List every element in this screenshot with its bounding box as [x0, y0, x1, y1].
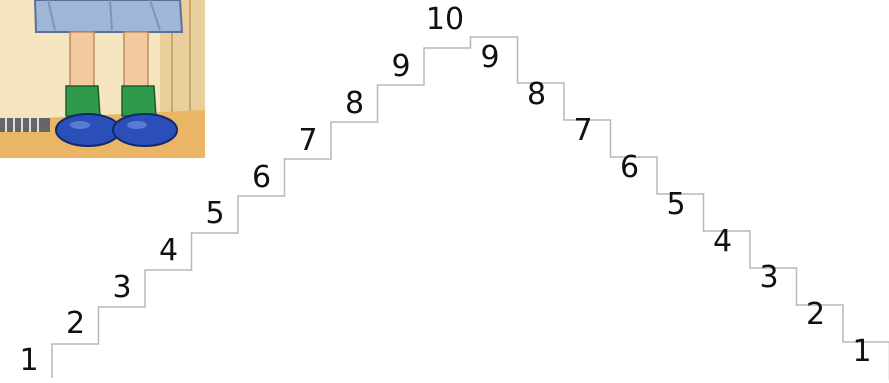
right-step-number-1: 1 — [842, 337, 882, 367]
right-step-number-9: 9 — [470, 43, 510, 73]
left-step-number-6: 6 — [242, 163, 282, 193]
right-step-number-4: 4 — [703, 227, 743, 257]
peak-step-number: 10 — [420, 5, 470, 35]
left-step-number-1: 1 — [9, 346, 49, 376]
right-step-number-6: 6 — [610, 153, 650, 183]
right-step-number-5: 5 — [656, 190, 696, 220]
left-step-number-5: 5 — [195, 199, 235, 229]
right-step-number-2: 2 — [796, 300, 836, 330]
left-step-number-8: 8 — [335, 89, 375, 119]
left-step-number-3: 3 — [102, 273, 142, 303]
right-step-number-7: 7 — [563, 116, 603, 146]
left-step-number-7: 7 — [288, 126, 328, 156]
right-step-number-3: 3 — [749, 263, 789, 293]
right-step-number-8: 8 — [517, 80, 557, 110]
left-step-number-2: 2 — [56, 309, 96, 339]
left-step-number-4: 4 — [149, 236, 189, 266]
left-step-number-9: 9 — [381, 52, 421, 82]
